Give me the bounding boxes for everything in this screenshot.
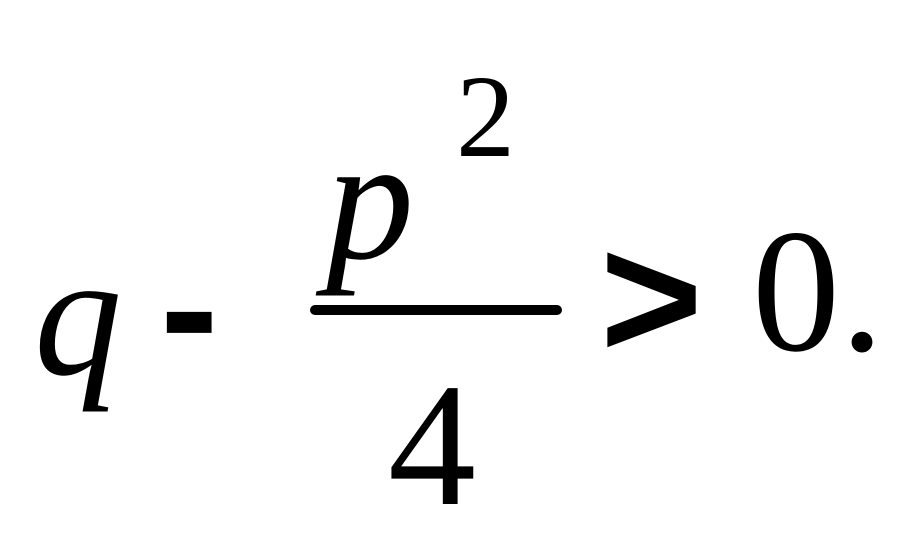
minus-sign: - xyxy=(160,210,219,406)
fraction-numerator-variable: p xyxy=(326,102,414,297)
right-hand-side-value: 0. xyxy=(752,194,884,389)
fraction-bar xyxy=(310,305,562,315)
fraction-denominator: 4 xyxy=(388,348,476,543)
variable-q: q xyxy=(34,218,122,413)
greater-than-sign: > xyxy=(600,200,703,396)
numerator-exponent: 2 xyxy=(456,51,515,182)
